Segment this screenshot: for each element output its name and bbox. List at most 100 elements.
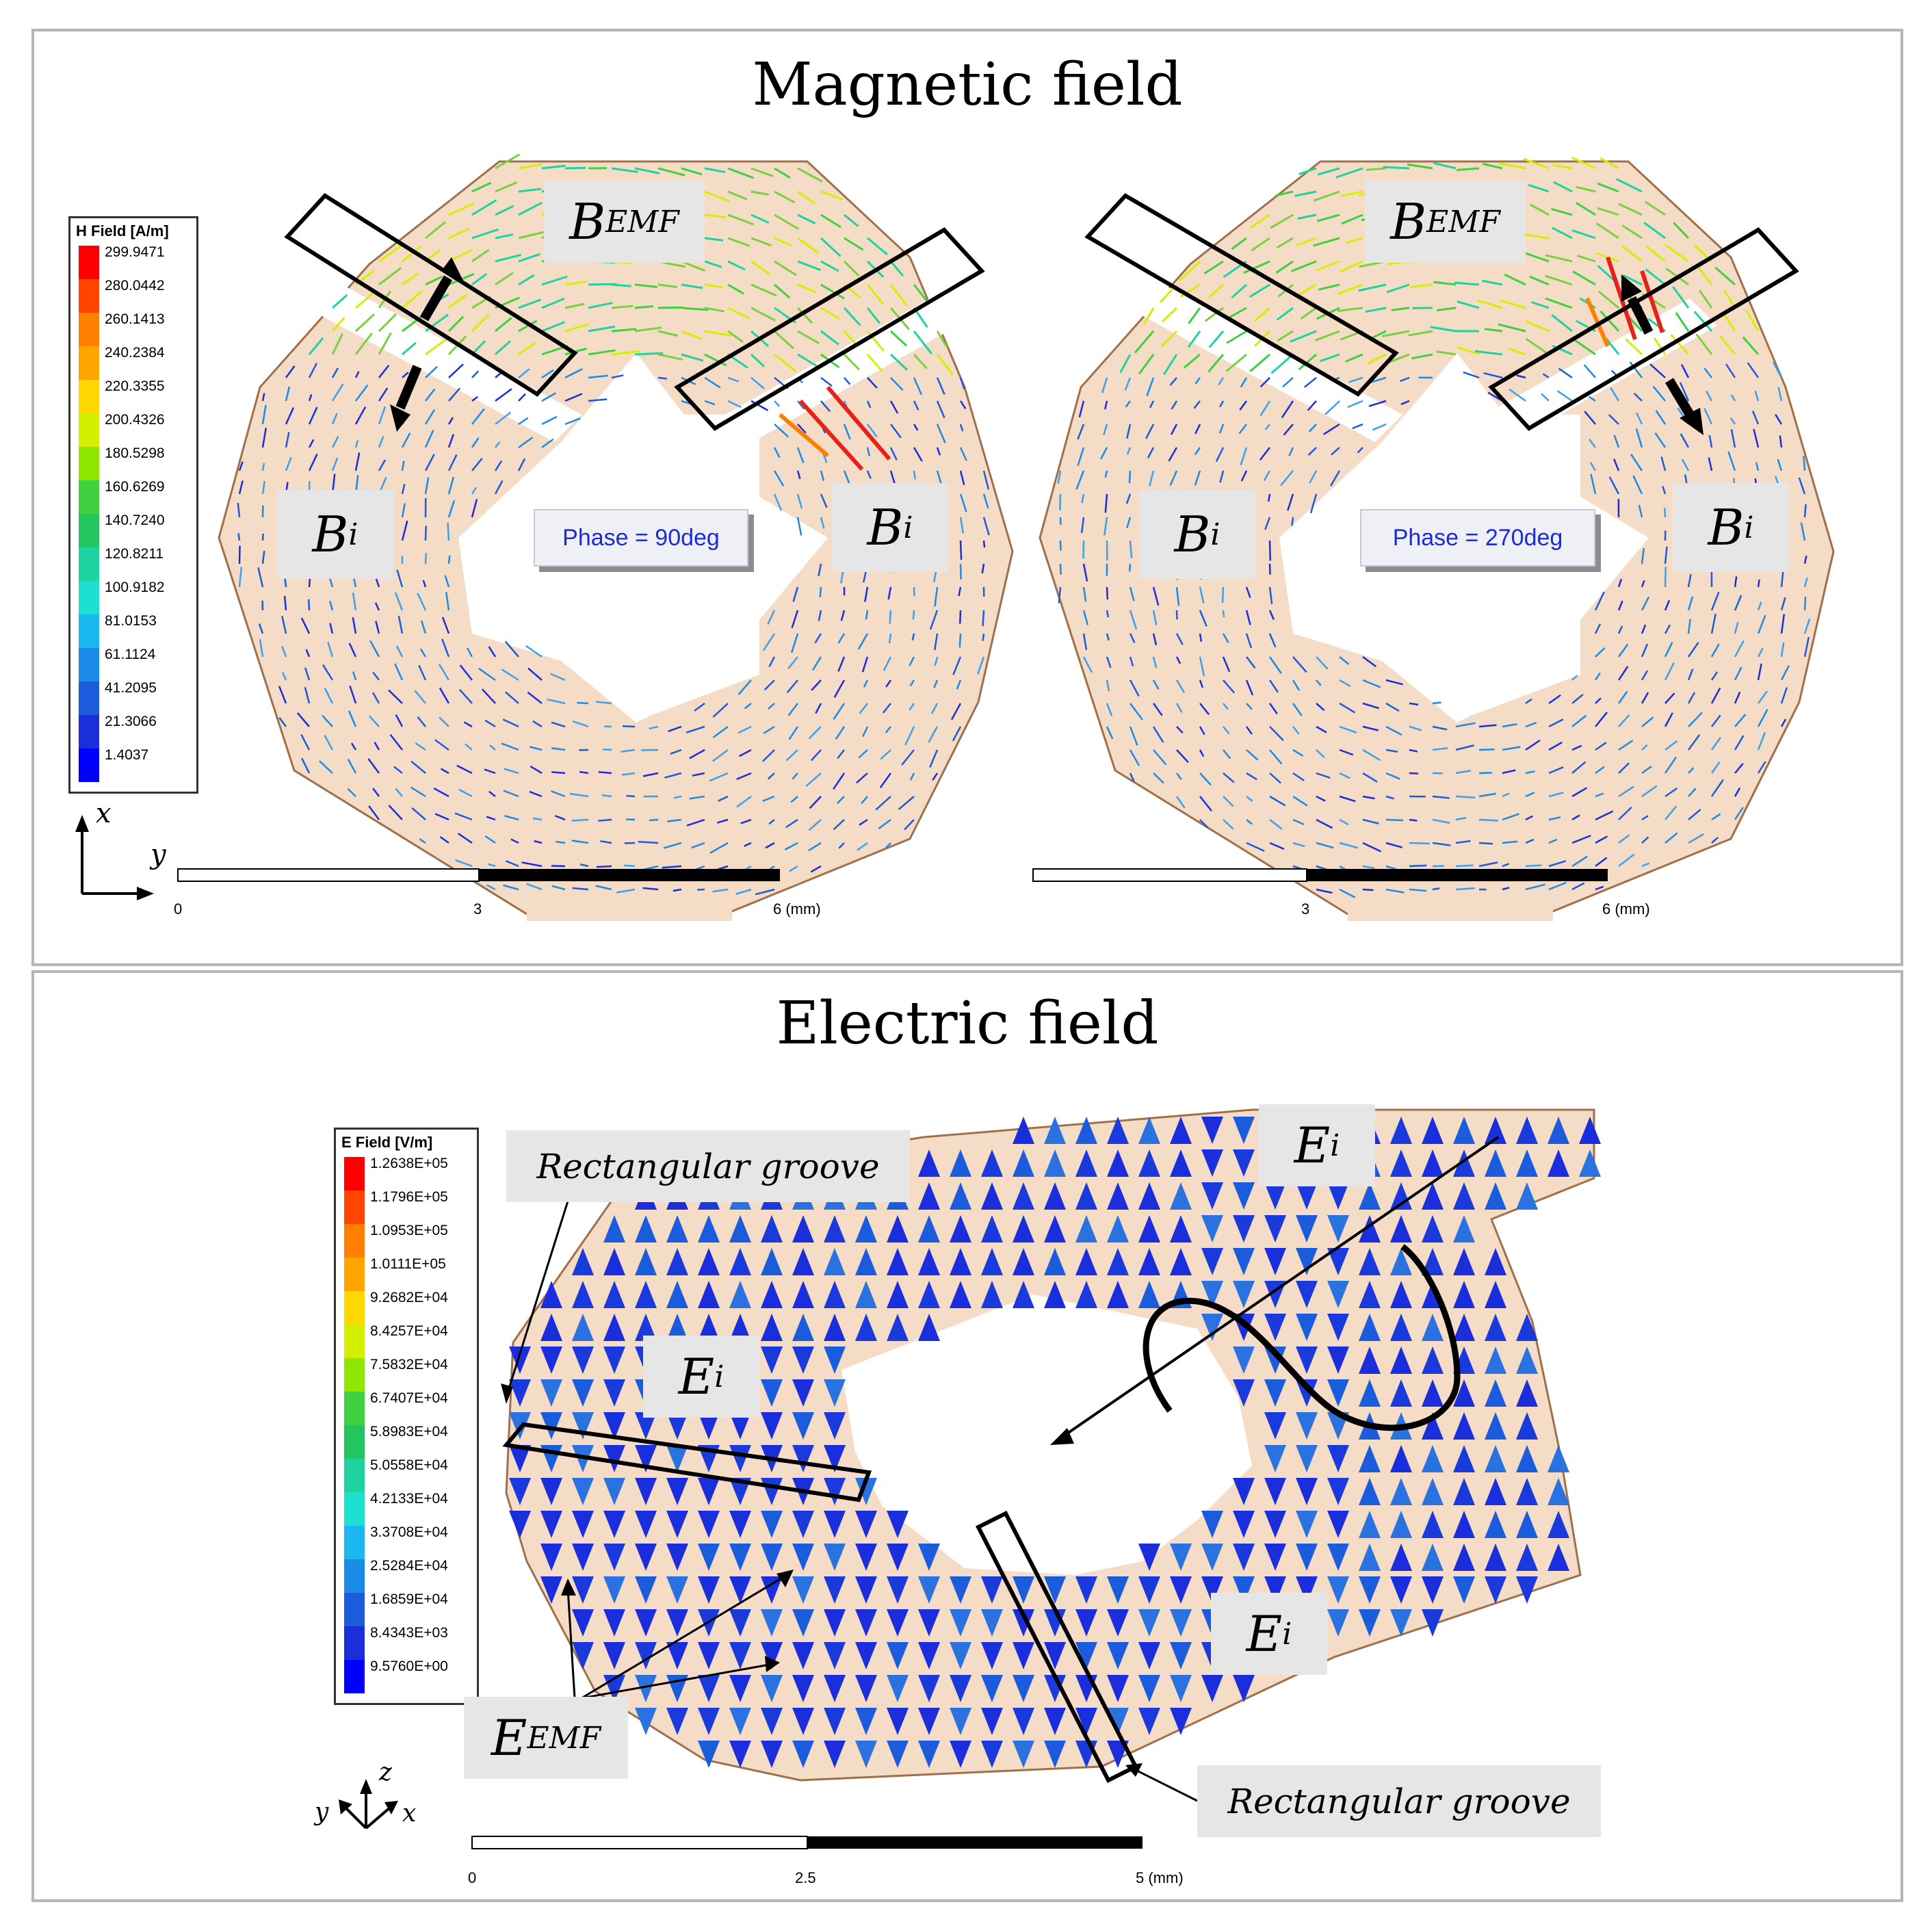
h-field-arrow bbox=[402, 272, 419, 286]
e-field-cone bbox=[1264, 1182, 1286, 1210]
h-field-arrow bbox=[1548, 816, 1561, 821]
h-field-arrow bbox=[595, 701, 612, 705]
h-field-arrow bbox=[1803, 504, 1807, 518]
h-field-arrow bbox=[704, 376, 721, 389]
h-field-arrow bbox=[354, 452, 361, 471]
e-field-cone bbox=[1201, 1215, 1223, 1242]
h-field-arrow bbox=[904, 726, 915, 746]
h-field-arrow bbox=[959, 447, 967, 461]
e-field-cone bbox=[1075, 1609, 1097, 1637]
h-field-arrow bbox=[1152, 656, 1158, 668]
h-field-arrow bbox=[1345, 237, 1363, 244]
left-scale-3: 3 bbox=[473, 900, 482, 918]
h-field-arrow bbox=[352, 593, 357, 611]
h-field-arrow bbox=[1385, 679, 1403, 686]
h-field-arrow bbox=[1641, 836, 1649, 844]
e-field-cone bbox=[1201, 1248, 1223, 1275]
h-field-arrow bbox=[1341, 213, 1363, 225]
h-field-arrow bbox=[1688, 767, 1695, 774]
h-field-arrow bbox=[1525, 792, 1535, 798]
e-field-cone bbox=[1201, 1576, 1223, 1604]
h-field-arrow bbox=[424, 430, 434, 448]
e-field-cone bbox=[1359, 1314, 1381, 1341]
h-field-arrow bbox=[355, 292, 374, 309]
e-field-cone bbox=[540, 1412, 562, 1440]
h-field-arrow bbox=[1617, 625, 1623, 634]
right-scale-3: 3 bbox=[1301, 900, 1310, 918]
h-field-arrow bbox=[866, 447, 871, 457]
e-field-cone bbox=[824, 1544, 846, 1571]
electric-field-panel: Electric field bbox=[31, 970, 1903, 1902]
e-field-cone bbox=[1013, 1708, 1034, 1735]
h-field-arrow bbox=[1502, 813, 1519, 821]
h-field-arrow bbox=[982, 633, 985, 641]
e-field-cone bbox=[855, 1708, 877, 1735]
h-field-arrow bbox=[1223, 726, 1230, 735]
h-field-arrow bbox=[797, 237, 820, 255]
h-field-arrow bbox=[1199, 656, 1205, 677]
e-legend-tick: 2.5284E+04 bbox=[370, 1558, 448, 1574]
h-field-arrow bbox=[1478, 792, 1496, 798]
h-field-arrow bbox=[810, 865, 822, 873]
h-field-arrow bbox=[1307, 447, 1317, 456]
h-field-arrow bbox=[458, 688, 473, 704]
e-field-cone bbox=[824, 1281, 846, 1308]
h-field-arrow bbox=[1409, 702, 1419, 706]
h-field-arrow bbox=[843, 307, 861, 326]
e-field-cone bbox=[1201, 1675, 1223, 1702]
e-field-cone bbox=[635, 1281, 657, 1308]
e-legend-tick: 1.0111E+05 bbox=[370, 1256, 446, 1272]
h-field-arrow bbox=[820, 470, 825, 482]
e-field-cone bbox=[1107, 1182, 1129, 1210]
h-field-arrow bbox=[1571, 744, 1582, 751]
h-field-arrow bbox=[750, 377, 765, 389]
h-field-arrow bbox=[1552, 164, 1573, 170]
e-field-cone bbox=[824, 1741, 846, 1768]
e-field-cone bbox=[698, 1576, 720, 1604]
h-field-arrow bbox=[410, 760, 426, 774]
h-field-arrow bbox=[285, 386, 291, 402]
h-field-arrow bbox=[1625, 338, 1643, 356]
e-field-cone bbox=[1013, 1182, 1034, 1210]
h-field-arrow bbox=[1409, 842, 1430, 845]
h-field-arrow bbox=[1757, 731, 1766, 751]
h-field-arrow bbox=[518, 163, 543, 170]
e-field-cone bbox=[761, 1741, 783, 1768]
h-field-arrow bbox=[692, 772, 705, 777]
h-field-arrow bbox=[1231, 237, 1247, 250]
h-field-arrow bbox=[1106, 679, 1110, 692]
h-field-arrow bbox=[727, 330, 744, 343]
h-field-arrow bbox=[374, 602, 380, 611]
h-field-arrow bbox=[739, 749, 752, 757]
e-field-cone bbox=[1107, 1117, 1129, 1144]
e-field-cone bbox=[572, 1478, 594, 1505]
e-field-cone bbox=[855, 1215, 877, 1242]
e-field-cone bbox=[1453, 1478, 1475, 1505]
e-field-cone bbox=[635, 1412, 657, 1440]
e-field-cone bbox=[603, 1511, 625, 1538]
h-field-arrow bbox=[564, 393, 583, 402]
h-field-arrow bbox=[857, 842, 868, 851]
h-field-arrow bbox=[281, 646, 287, 658]
e-field-cone bbox=[729, 1478, 751, 1505]
h-field-arrow bbox=[815, 703, 822, 714]
h-field-arrow bbox=[1264, 517, 1271, 530]
e-field-cone bbox=[1516, 1117, 1538, 1144]
h-field-arrow bbox=[1723, 289, 1736, 309]
h-field-arrow bbox=[982, 517, 990, 536]
h-field-arrow bbox=[727, 260, 746, 271]
left-black-arrows bbox=[390, 257, 465, 432]
h-field-arrow bbox=[773, 447, 781, 458]
h-field-arrow bbox=[308, 394, 313, 402]
h-field-arrow bbox=[889, 353, 909, 371]
h-field-arrow bbox=[1548, 694, 1561, 705]
e-field-cone bbox=[1422, 1182, 1444, 1210]
e-field-cone bbox=[792, 1609, 814, 1637]
e-field-cone bbox=[1422, 1248, 1444, 1275]
h-field-arrow bbox=[1176, 749, 1189, 764]
h-field-arrow bbox=[1081, 493, 1085, 504]
h-field-arrow bbox=[657, 167, 686, 177]
h-field-arrow bbox=[541, 275, 568, 286]
h-field-arrow bbox=[541, 415, 558, 426]
